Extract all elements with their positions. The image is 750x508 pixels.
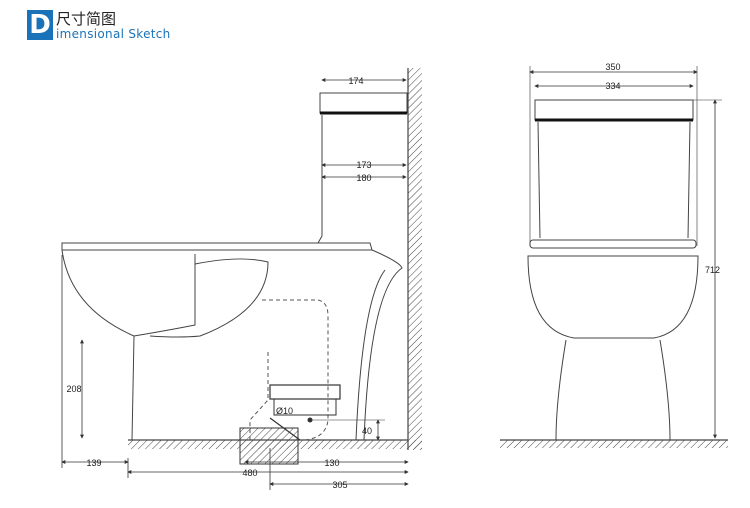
side-view: 174 173 180 208 Ø10 40 139 130 480 305 xyxy=(61,68,422,490)
pipe-diagonal xyxy=(269,417,301,441)
dim-130: 130 xyxy=(324,458,339,468)
dim-305: 305 xyxy=(332,480,347,490)
title-chinese: 尺寸简图 xyxy=(56,10,117,28)
drain-pipe xyxy=(239,427,299,465)
flange-top xyxy=(269,384,341,400)
logo-letter: D xyxy=(27,10,53,40)
front-seat xyxy=(529,239,697,249)
dim-208: 208 xyxy=(66,384,81,394)
bowl-front xyxy=(61,249,135,441)
front-tank-lid xyxy=(534,99,694,121)
dim-712: 712 xyxy=(705,265,720,275)
title-english: imensional Sketch xyxy=(56,27,171,41)
trapway xyxy=(149,258,269,338)
front-tank xyxy=(537,121,691,239)
body-back-inner xyxy=(355,269,386,441)
dim-40: 40 xyxy=(362,426,372,436)
front-pedestal xyxy=(555,339,671,441)
trap-dashed-2 xyxy=(249,352,269,440)
dim-174: 174 xyxy=(348,76,363,86)
dim-173: 173 xyxy=(356,160,371,170)
dim-480: 480 xyxy=(242,468,257,478)
dim-139: 139 xyxy=(86,458,101,468)
front-bowl xyxy=(527,255,699,339)
wall-hatch xyxy=(408,68,422,450)
header: D 尺寸简图 imensional Sketch xyxy=(0,0,260,46)
body-back xyxy=(363,249,403,441)
dim-180: 180 xyxy=(356,173,371,183)
dim-350: 350 xyxy=(605,62,620,72)
tank-lid xyxy=(319,92,408,114)
front-view: 350 334 712 xyxy=(500,62,728,448)
tank-front xyxy=(317,115,323,244)
flange-body xyxy=(273,398,337,416)
dim-diameter-10: Ø10 xyxy=(276,406,293,416)
front-floor-hatch xyxy=(500,440,728,448)
seat-top xyxy=(61,242,373,251)
bowl-inner xyxy=(133,254,196,337)
dim-334: 334 xyxy=(605,81,620,91)
trap-dashed xyxy=(262,299,329,441)
